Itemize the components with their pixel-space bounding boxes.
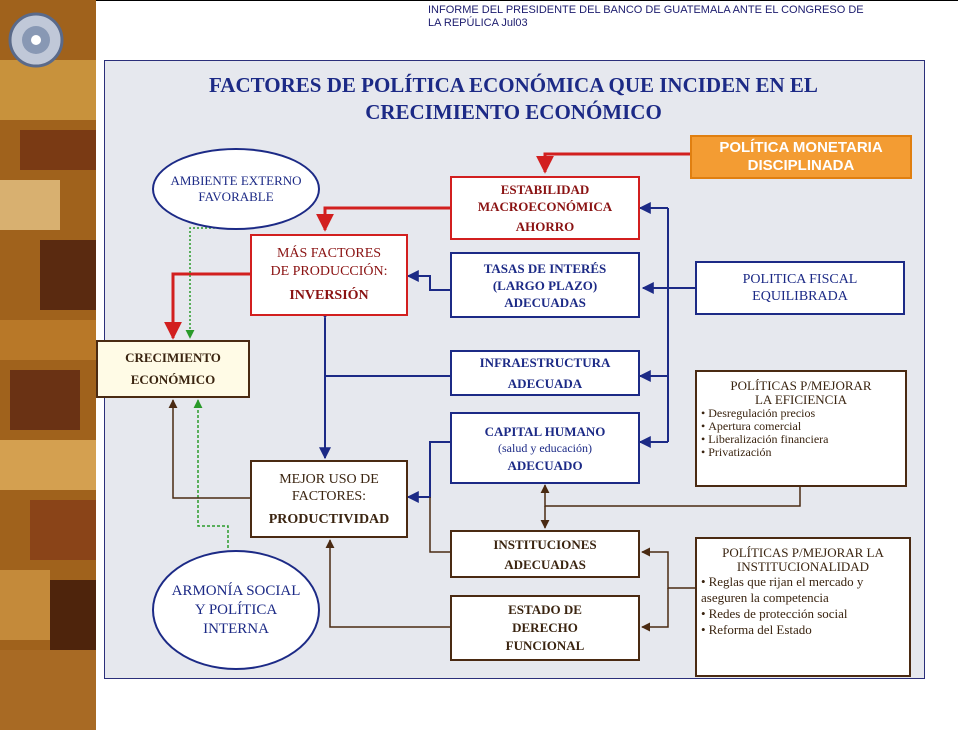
crecimiento-line-2: ECONÓMICO <box>130 372 216 387</box>
arrow-factores-crecimiento <box>164 272 250 340</box>
node-instituciones: INSTITUCIONES ADECUADAS <box>450 530 640 578</box>
node-politica-monetaria: POLÍTICA MONETARIA DISCIPLINADA <box>690 135 912 179</box>
capital-line-1: CAPITAL HUMANO <box>484 423 606 439</box>
node-politicas-eficiencia: POLÍTICAS P/MEJORAR LA EFICIENCIA Desreg… <box>695 370 907 487</box>
institucionalidad-list: Reglas que rijan el mercado y aseguren l… <box>701 574 905 638</box>
list-item: Redes de protección social <box>701 606 905 622</box>
infraestructura-line-1: INFRAESTRUCTURA <box>479 355 611 370</box>
node-mejor-uso: MEJOR USO DE FACTORES: PRODUCTIVIDAD <box>250 460 408 538</box>
node-estabilidad-macroeconomica: ESTABILIDAD MACROECONÓMICA AHORRO <box>450 176 640 240</box>
mas-factores-line-1: MÁS FACTORES <box>276 246 382 261</box>
crecimiento-line-1: CRECIMIENTO <box>125 350 221 365</box>
arrow-estado-mejoruso <box>325 539 450 628</box>
fiscal-line-2: EQUILIBRADA <box>752 289 848 304</box>
tasas-line-3: ADECUADAS <box>504 294 586 310</box>
armonia-line-1: ARMONÍA SOCIAL <box>171 582 301 599</box>
arrow-capital-mejoruso <box>406 441 450 503</box>
list-item: Reglas que rijan el mercado y aseguren l… <box>701 574 905 606</box>
tasas-line-1: TASAS DE INTERÉS <box>483 260 607 276</box>
ambiente-line-2: FAVORABLE <box>198 189 274 204</box>
node-politicas-institucionalidad: POLÍTICAS P/MEJORAR LA INSTITUCIONALIDAD… <box>695 537 911 677</box>
estado-line-1: ESTADO DE <box>508 602 582 617</box>
arrow-armonia-crecimiento <box>193 399 229 548</box>
list-item: Apertura comercial <box>701 420 901 433</box>
armonia-line-3: INTERNA <box>203 620 269 637</box>
node-crecimiento-economico: CRECIMIENTO ECONÓMICO <box>96 340 250 398</box>
arrow-eficiencia-capital <box>540 484 801 507</box>
mas-factores-line-2: DE PRODUCCIÓN: <box>270 264 388 279</box>
report-header: INFORME DEL PRESIDENTE DEL BANCO DE GUAT… <box>428 4 956 30</box>
diagram-title: FACTORES DE POLÍTICA ECONÓMICA QUE INCID… <box>104 72 923 126</box>
header-line-2: LA REPÚLICA Jul03 <box>428 17 528 29</box>
node-ambiente-externo: AMBIENTE EXTERNO FAVORABLE <box>152 148 320 230</box>
line-instituciones-mejoruso <box>429 497 450 553</box>
node-armonia-social: ARMONÍA SOCIAL Y POLÍTICA INTERNA <box>152 550 320 670</box>
estabilidad-line-2: MACROECONÓMICA <box>477 199 613 214</box>
eficiencia-line-1: POLÍTICAS P/MEJORAR <box>730 378 872 393</box>
politica-monetaria-line-2: DISCIPLINADA <box>747 157 855 174</box>
node-estado-derecho: ESTADO DE DERECHO FUNCIONAL <box>450 595 640 661</box>
node-politica-fiscal: POLITICA FISCAL EQUILIBRADA <box>695 261 905 315</box>
list-item: Liberalización financiera <box>701 433 901 446</box>
title-line-1: FACTORES DE POLÍTICA ECONÓMICA QUE INCID… <box>209 73 818 97</box>
estabilidad-line-3: AHORRO <box>515 219 575 234</box>
top-rule <box>96 0 958 1</box>
title-line-2: CRECIMIENTO ECONÓMICO <box>365 100 662 124</box>
decorative-side-strip <box>0 0 96 730</box>
fiscal-line-1: POLITICA FISCAL <box>742 272 858 287</box>
politica-monetaria-line-1: POLÍTICA MONETARIA <box>719 139 883 156</box>
eficiencia-list: Desregulación precios Apertura comercial… <box>701 407 901 459</box>
arrow-ambiente-crecimiento <box>185 206 234 339</box>
estado-line-3: FUNCIONAL <box>505 638 585 653</box>
node-mas-factores: MÁS FACTORES DE PRODUCCIÓN: INVERSIÓN <box>250 234 408 316</box>
arrow-instit-pol-instituciones <box>641 547 695 589</box>
mas-factores-line-3: INVERSIÓN <box>289 288 369 303</box>
arrow-tasas-factores <box>406 270 450 291</box>
tasas-line-2: (LARGO PLAZO) <box>492 277 598 293</box>
list-item: Privatización <box>701 446 901 459</box>
armonia-line-2: Y POLÍTICA <box>194 601 278 618</box>
arrow-instit-pol-estado <box>641 588 669 632</box>
list-item: Reforma del Estado <box>701 622 905 638</box>
capital-line-2: (salud y educación) <box>498 440 592 455</box>
arrow-mejoruso-crecimiento <box>168 399 250 499</box>
mejor-uso-line-2: FACTORES: <box>291 488 367 504</box>
instituciones-line-2: ADECUADAS <box>504 556 586 572</box>
mejor-uso-line-1: MEJOR USO DE <box>279 471 379 487</box>
estabilidad-line-1: ESTABILIDAD <box>500 182 590 197</box>
eficiencia-line-2: LA EFICIENCIA <box>754 392 848 407</box>
institucionalidad-line-2: INSTITUCIONALIDAD <box>736 559 870 574</box>
node-capital-humano: CAPITAL HUMANO (salud y educación) ADECU… <box>450 412 640 484</box>
instituciones-line-1: INSTITUCIONES <box>493 536 597 552</box>
arrow-estabilidad-factores <box>316 206 450 232</box>
infraestructura-line-2: ADECUADA <box>507 376 583 391</box>
estado-line-2: DERECHO <box>512 620 578 635</box>
mejor-uso-line-3: PRODUCTIVIDAD <box>268 511 390 527</box>
node-infraestructura: INFRAESTRUCTURA ADECUADA <box>450 350 640 396</box>
arrow-monetaria-estabilidad <box>536 152 690 174</box>
list-item: Desregulación precios <box>701 407 901 420</box>
header-line-1: INFORME DEL PRESIDENTE DEL BANCO DE GUAT… <box>428 4 864 16</box>
node-tasas-interes: TASAS DE INTERÉS (LARGO PLAZO) ADECUADAS <box>450 252 640 318</box>
ambiente-line-1: AMBIENTE EXTERNO <box>170 173 302 188</box>
capital-line-3: ADECUADO <box>507 457 583 473</box>
institucionalidad-line-1: POLÍTICAS P/MEJORAR LA <box>722 545 884 560</box>
